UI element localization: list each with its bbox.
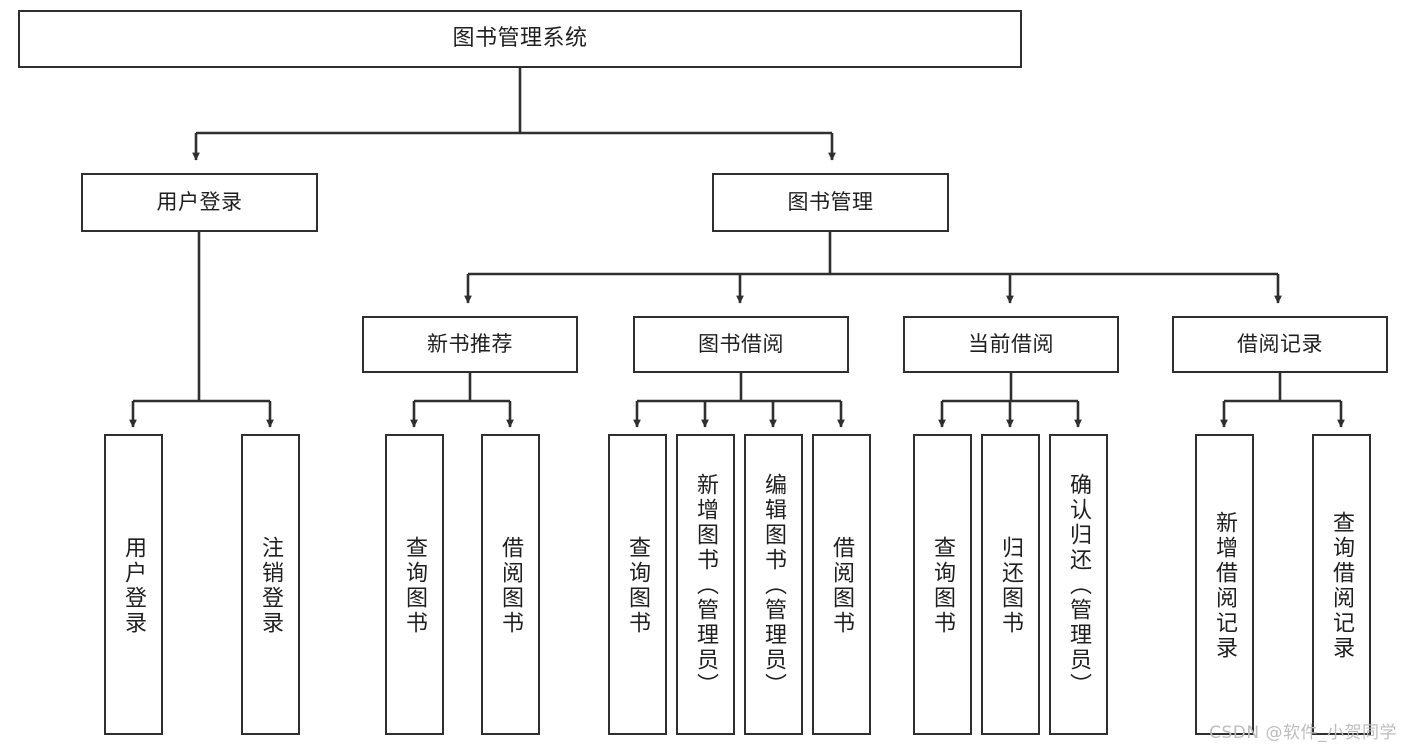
node-label: 编辑图书（管理员） bbox=[761, 473, 787, 698]
node-label: 借阅图书 bbox=[498, 535, 524, 636]
leaf-current-borrow-return-books[interactable]: 归还图书 bbox=[981, 434, 1040, 735]
leaf-user-login-sign-out[interactable]: 注销登录 bbox=[241, 434, 300, 735]
node-label: 查询图书 bbox=[625, 535, 651, 636]
leaf-book-borrow-borrow-books[interactable]: 借阅图书 bbox=[812, 434, 871, 735]
node-borrowing-records[interactable]: 借阅记录 bbox=[1172, 316, 1388, 373]
node-label: 查询图书 bbox=[930, 535, 956, 636]
node-user-login[interactable]: 用户登录 bbox=[81, 173, 318, 232]
node-label: 确认归还（管理员） bbox=[1066, 473, 1092, 698]
node-label: 图书管理 bbox=[787, 190, 874, 215]
node-current-borrowing[interactable]: 当前借阅 bbox=[903, 316, 1119, 373]
node-label: 图书管理系统 bbox=[452, 26, 588, 52]
node-label: 新增图书（管理员） bbox=[693, 473, 719, 698]
node-label: 图书借阅 bbox=[698, 332, 784, 357]
node-book-borrowing[interactable]: 图书借阅 bbox=[633, 316, 849, 373]
leaf-book-borrow-query-books[interactable]: 查询图书 bbox=[608, 434, 667, 735]
leaf-borrow-record-add-record[interactable]: 新增借阅记录 bbox=[1195, 434, 1254, 735]
leaf-new-book-query-books[interactable]: 查询图书 bbox=[385, 434, 444, 735]
node-label: 查询图书 bbox=[402, 535, 428, 636]
leaf-current-borrow-confirm-return-admin[interactable]: 确认归还（管理员） bbox=[1049, 434, 1108, 735]
leaf-book-borrow-edit-book-admin[interactable]: 编辑图书（管理员） bbox=[744, 434, 803, 735]
node-label: 当前借阅 bbox=[968, 332, 1054, 357]
csdn-watermark: CSDN @软件_小贺同学 bbox=[1209, 723, 1397, 743]
leaf-new-book-borrow-books[interactable]: 借阅图书 bbox=[481, 434, 540, 735]
node-label: 注销登录 bbox=[258, 535, 284, 636]
leaf-borrow-record-query-record[interactable]: 查询借阅记录 bbox=[1312, 434, 1371, 735]
node-label: 归还图书 bbox=[998, 535, 1024, 636]
leaf-user-login-sign-in[interactable]: 用户登录 bbox=[104, 434, 163, 735]
node-new-book-recommendation[interactable]: 新书推荐 bbox=[362, 316, 578, 373]
leaf-current-borrow-query-books[interactable]: 查询图书 bbox=[913, 434, 972, 735]
node-label: 用户登录 bbox=[156, 190, 243, 215]
node-label: 用户登录 bbox=[121, 535, 147, 636]
node-label: 借阅图书 bbox=[829, 535, 855, 636]
node-label: 新书推荐 bbox=[427, 332, 513, 357]
node-root-book-management-system[interactable]: 图书管理系统 bbox=[18, 10, 1022, 68]
node-label: 查询借阅记录 bbox=[1329, 510, 1355, 661]
node-label: 借阅记录 bbox=[1237, 332, 1323, 357]
node-label: 新增借阅记录 bbox=[1212, 510, 1238, 661]
leaf-book-borrow-add-book-admin[interactable]: 新增图书（管理员） bbox=[676, 434, 735, 735]
node-book-management[interactable]: 图书管理 bbox=[712, 173, 949, 232]
